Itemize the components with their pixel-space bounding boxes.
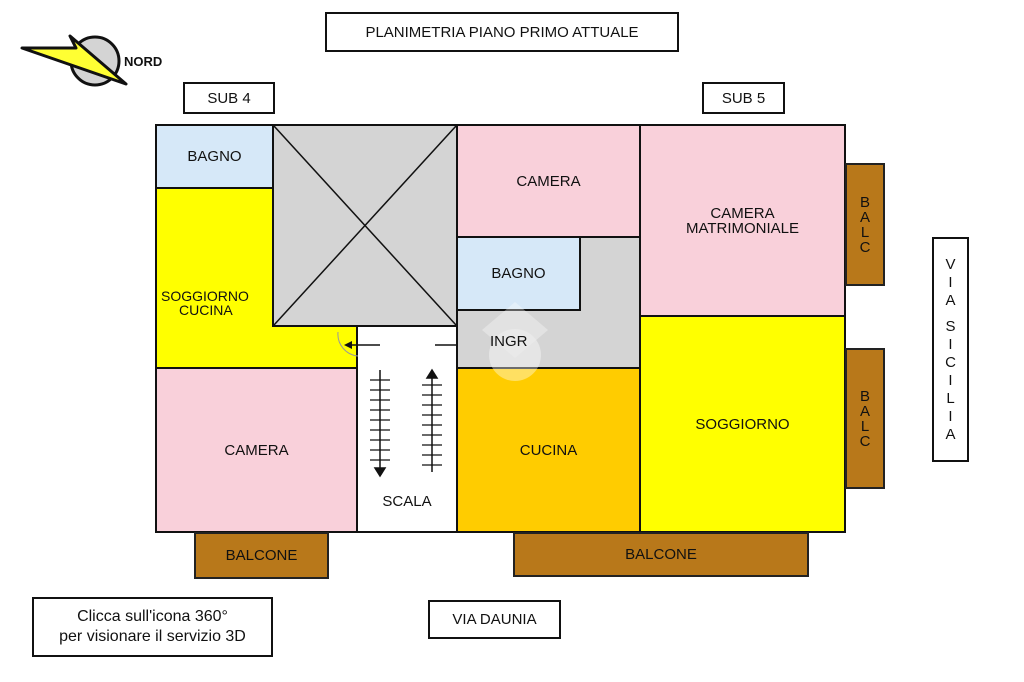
room-label: CAMERA [710, 204, 775, 222]
street-letter: I [948, 273, 953, 291]
plan-title: PLANIMETRIA PIANO PRIMO ATTUALE [325, 12, 679, 52]
room-label: SOGGIORNO [695, 415, 790, 433]
note-line: Clicca sull'icona 360° [77, 608, 228, 625]
balcony-left: BALCONE [194, 532, 329, 579]
balcony-letter: L [860, 223, 870, 241]
street-letter: I [948, 335, 953, 353]
street-letter: V [945, 255, 956, 273]
note-360: Clicca sull'icona 360° per visionare il … [32, 597, 273, 657]
void-cross-icon [274, 126, 456, 325]
room-label: CUCINA [519, 441, 578, 459]
room-label: CAMERA [516, 172, 581, 190]
room-camera-top: CAMERA [456, 124, 641, 238]
stairs-icon [370, 368, 442, 478]
room-label: BAGNO [187, 148, 242, 165]
note-line: per visionare il servizio 3D [59, 628, 246, 645]
balcony-letter: L [860, 417, 870, 435]
compass-north-icon [20, 34, 128, 87]
street-letter: L [946, 389, 955, 407]
room-cucina: CUCINA [456, 367, 641, 533]
room-camera-matrimoniale: CAMERA MATRIMONIALE [639, 124, 846, 317]
balcony-letter: B [859, 387, 870, 405]
balcony-letter: C [859, 238, 871, 256]
street-letter: S [945, 317, 956, 335]
compass-label: NORD [124, 54, 163, 69]
balcony-letter: A [859, 402, 870, 420]
sub5-label: SUB 5 [702, 82, 785, 114]
street-letter: I [948, 371, 953, 389]
room-soggiorno: SOGGIORNO [639, 315, 846, 533]
balcony-letter: A [859, 208, 870, 226]
room-label: SCALA [382, 493, 432, 510]
room-bagno-mid: BAGNO [456, 236, 581, 311]
room-label: INGR [490, 333, 528, 350]
street-letter: C [945, 353, 956, 371]
balcony-bottom: BALCONE [513, 532, 809, 577]
balcony-letter: B [859, 193, 870, 211]
street-via-daunia: VIA DAUNIA [428, 600, 561, 639]
stairwell-void [272, 124, 458, 327]
sub4-label: SUB 4 [183, 82, 275, 114]
room-label: BAGNO [491, 265, 546, 282]
room-scala: SCALA [356, 325, 458, 533]
360-view-icon[interactable] [480, 300, 550, 390]
street-letter: A [945, 291, 956, 309]
room-label: CAMERA [224, 441, 289, 459]
room-label: CUCINA [179, 302, 233, 318]
street-letter: A [945, 425, 956, 443]
room-bagno-sub4: BAGNO [155, 124, 274, 189]
street-letter: I [948, 407, 953, 425]
room-label: MATRIMONIALE [685, 219, 800, 237]
room-label: SOGGIORNO [161, 288, 249, 304]
balcony-letter: C [859, 432, 871, 450]
room-camera-sub4: CAMERA [155, 367, 358, 533]
